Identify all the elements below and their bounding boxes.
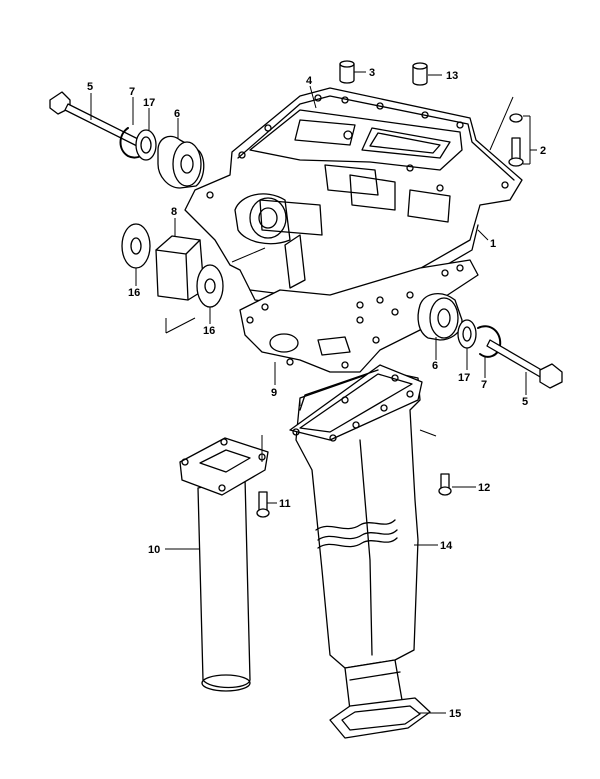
callout-6-left: 6	[174, 108, 180, 120]
callout-8: 8	[171, 206, 177, 218]
callout-14: 14	[440, 540, 453, 552]
callout-15: 15	[449, 708, 461, 720]
seal-part-15	[329, 697, 431, 739]
mount-rubber-part-6-right	[417, 293, 463, 341]
callout-16-right: 16	[203, 325, 215, 337]
callout-11: 11	[279, 498, 291, 510]
screw-part-2	[508, 113, 524, 167]
callout-16-left: 16	[128, 287, 140, 299]
callout-2: 2	[540, 145, 546, 157]
callout-5-right: 5	[522, 396, 528, 408]
callout-13: 13	[446, 70, 458, 82]
engine-holder-part-1	[184, 87, 523, 311]
callout-10: 10	[148, 544, 160, 556]
washer-part-17-left	[135, 129, 157, 161]
callout-9: 9	[271, 387, 277, 399]
bolt-part-5-right	[486, 339, 563, 389]
dowel-pin-part-3	[339, 60, 355, 84]
callout-labels: 1 2 3 4 5 5 6 6 7 7 8 9 10 11 12 13 14 1…	[87, 67, 546, 720]
pipe-part-10	[179, 437, 269, 692]
callout-17-right: 17	[458, 372, 470, 384]
gasket-part-9	[239, 259, 479, 373]
callout-3: 3	[369, 67, 375, 79]
callout-1: 1	[490, 238, 496, 250]
callout-17-left: 17	[143, 97, 155, 109]
callout-7-right: 7	[481, 379, 487, 391]
callout-6-right: 6	[432, 360, 438, 372]
callout-5-left: 5	[87, 81, 93, 93]
washer-part-16-right	[196, 264, 224, 308]
screw-part-11	[256, 491, 270, 518]
callout-4: 4	[306, 75, 313, 87]
leader-lines	[90, 71, 537, 714]
washer-part-16-left	[121, 223, 151, 269]
bolt-part-5-left	[49, 91, 141, 147]
callout-12: 12	[478, 482, 490, 494]
dowel-pin-part-13	[412, 62, 428, 86]
callout-7-left: 7	[129, 86, 135, 98]
washer-part-17-right	[457, 319, 477, 349]
exhaust-tube-part-14	[289, 364, 423, 711]
screw-part-12	[438, 473, 452, 496]
mount-rubber-part-6-left	[157, 135, 205, 189]
damper-part-8	[155, 235, 205, 301]
